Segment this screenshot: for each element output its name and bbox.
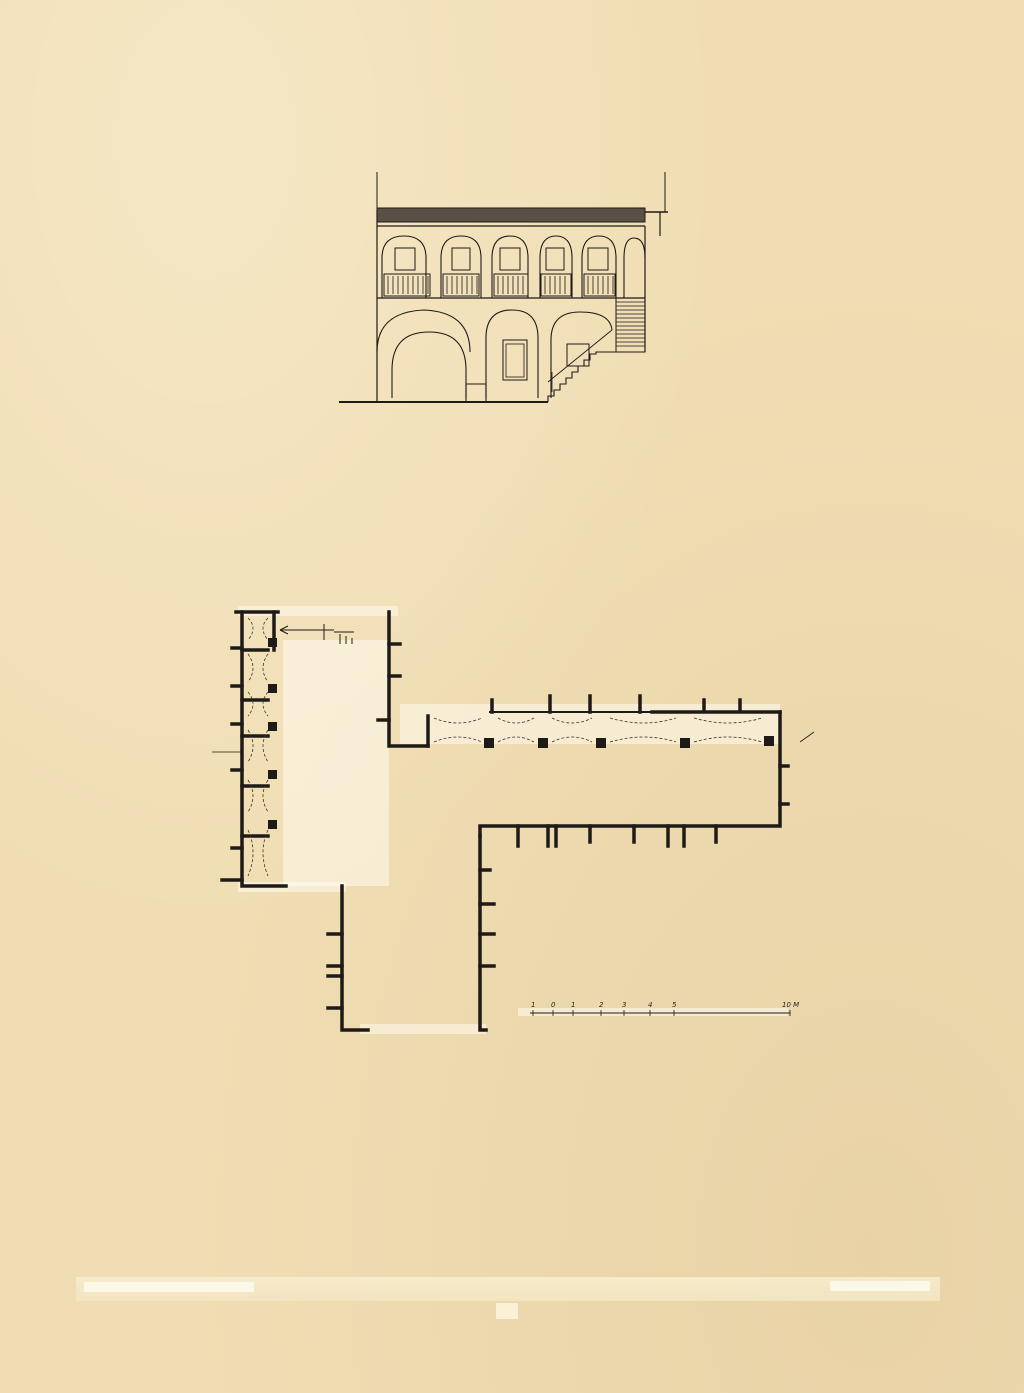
- floor-plan: [212, 606, 815, 1034]
- ground-arcade: [376, 309, 613, 402]
- upper-arcade: [381, 235, 646, 298]
- scale-bar: [530, 1010, 791, 1016]
- elevation-staircase: [547, 297, 646, 402]
- plan-faded-zones: [238, 606, 788, 1034]
- caption-right-faded: [830, 1281, 930, 1291]
- elevation-cornice: [376, 207, 646, 223]
- plan-walls: [220, 610, 790, 1032]
- page-number-faded: [496, 1303, 518, 1319]
- scale-ticks: [532, 1010, 791, 1016]
- plan-vaults: [247, 617, 763, 877]
- balustrade-hatching: [387, 276, 614, 294]
- plan-piers: [268, 638, 774, 829]
- courtyard-elevation: [339, 172, 668, 403]
- caption-left-faded: [84, 1282, 254, 1292]
- section-arrow: [279, 624, 354, 644]
- caption-strip-faded: [76, 1277, 940, 1301]
